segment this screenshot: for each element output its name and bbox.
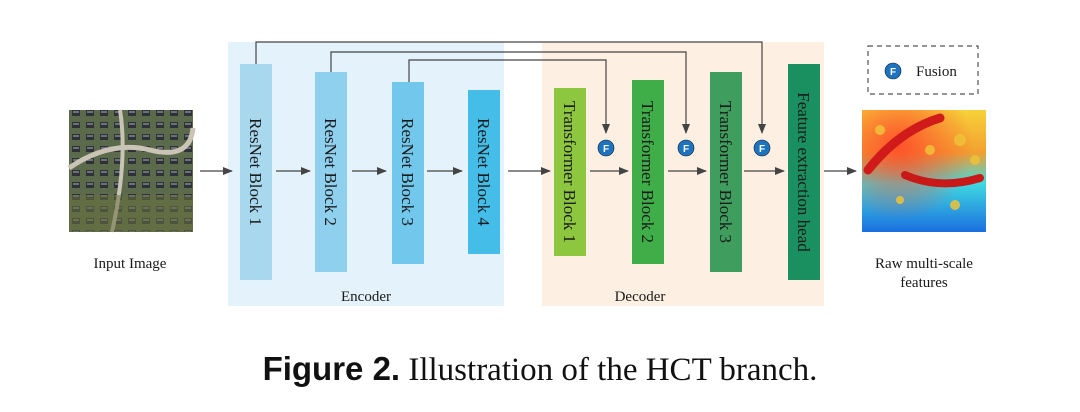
fusion-node-1: F bbox=[598, 140, 614, 156]
hct-branch-diagram: ResNet Block 1 ResNet Block 2 ResNet Blo… bbox=[0, 0, 1080, 345]
encoder-label: Encoder bbox=[341, 289, 391, 305]
fusion-node-3: F bbox=[754, 140, 770, 156]
input-image-label: Input Image bbox=[94, 256, 167, 272]
output-label-line1: Raw multi-scale bbox=[875, 256, 973, 272]
transformer-block-1-label: Transformer Block 1 bbox=[560, 101, 579, 243]
feature-extraction-head-label: Feature extraction head bbox=[794, 92, 813, 252]
output-label-line2: features bbox=[900, 275, 948, 291]
transformer-block-3-label: Transformer Block 3 bbox=[716, 101, 735, 243]
fusion-legend: F Fusion bbox=[868, 46, 978, 94]
figure-number: Figure 2. bbox=[263, 350, 401, 387]
svg-text:F: F bbox=[603, 144, 609, 155]
fusion-node-2: F bbox=[678, 140, 694, 156]
svg-text:F: F bbox=[683, 144, 689, 155]
svg-text:F: F bbox=[759, 144, 765, 155]
figure-caption: Figure 2. Illustration of the HCT branch… bbox=[0, 350, 1080, 389]
transformer-block-2-label: Transformer Block 2 bbox=[638, 101, 657, 243]
resnet-block-4-label: ResNet Block 4 bbox=[474, 118, 493, 226]
caption-text: Illustration of the HCT branch. bbox=[408, 352, 817, 388]
output-heatmap bbox=[862, 110, 986, 232]
input-image bbox=[69, 110, 193, 232]
resnet-block-3-label: ResNet Block 3 bbox=[398, 118, 417, 226]
legend-fusion-label: Fusion bbox=[916, 64, 957, 80]
resnet-block-1-label: ResNet Block 1 bbox=[246, 118, 265, 226]
svg-text:F: F bbox=[890, 67, 896, 78]
resnet-block-2-label: ResNet Block 2 bbox=[321, 118, 340, 226]
decoder-label: Decoder bbox=[615, 289, 666, 305]
